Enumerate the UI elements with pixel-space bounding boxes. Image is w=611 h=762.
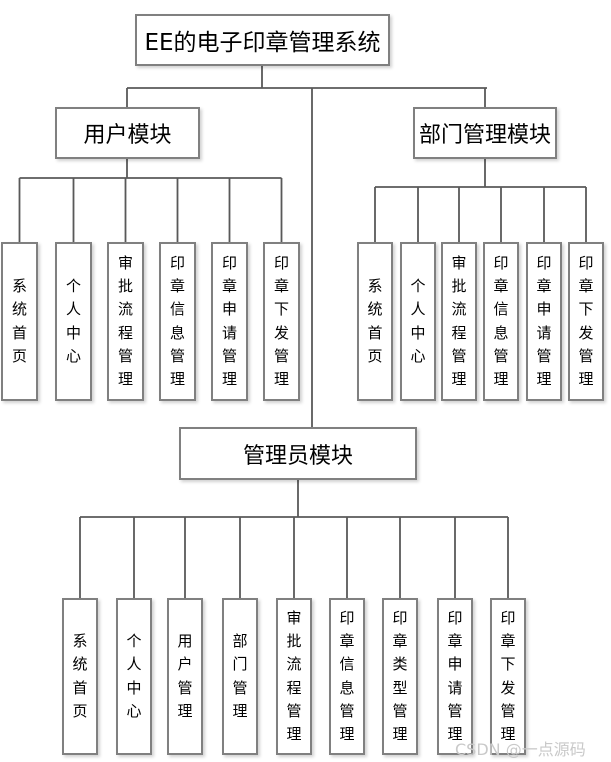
node-admin-child-user-mgmt: 用户管理 bbox=[167, 598, 203, 755]
node-user-child-seal-apply: 印章申请管理 bbox=[211, 242, 248, 401]
node-admin-child-seal-type: 印章类型管理 bbox=[382, 598, 418, 755]
node-admin-child-seal-issue: 印章下发管理 bbox=[490, 598, 526, 755]
node-admin-child-dept-mgmt: 部门管理 bbox=[222, 598, 258, 755]
node-dept-child-personal-center: 个人中心 bbox=[400, 242, 436, 401]
node-dept-child-seal-issue: 印章下发管理 bbox=[568, 242, 604, 401]
node-admin-child-seal-info: 印章信息管理 bbox=[329, 598, 365, 755]
node-admin-child-system-home: 系统首页 bbox=[62, 598, 98, 755]
node-user-child-seal-info: 印章信息管理 bbox=[159, 242, 196, 401]
node-admin-child-personal-center: 个人中心 bbox=[116, 598, 152, 755]
node-dept-child-approval-flow: 审批流程管理 bbox=[441, 242, 477, 401]
node-admin-child-seal-apply: 印章申请管理 bbox=[437, 598, 473, 755]
csdn-watermark: CSDN @一点源码 bbox=[455, 740, 586, 759]
node-dept-child-system-home: 系统首页 bbox=[357, 242, 393, 401]
node-user-module: 用户模块 bbox=[55, 107, 200, 159]
node-dept-child-seal-apply: 印章申请管理 bbox=[526, 242, 562, 401]
node-dept-child-seal-info: 印章信息管理 bbox=[483, 242, 519, 401]
node-root-system: EE的电子印章管理系统 bbox=[135, 14, 390, 66]
node-user-child-system-home: 系统首页 bbox=[1, 242, 38, 401]
node-admin-module: 管理员模块 bbox=[179, 427, 417, 480]
node-department-module: 部门管理模块 bbox=[413, 107, 557, 159]
node-user-child-approval-flow: 审批流程管理 bbox=[107, 242, 144, 401]
node-user-child-personal-center: 个人中心 bbox=[55, 242, 92, 401]
node-admin-child-approval-flow: 审批流程管理 bbox=[276, 598, 312, 755]
node-user-child-seal-issue: 印章下发管理 bbox=[263, 242, 300, 401]
